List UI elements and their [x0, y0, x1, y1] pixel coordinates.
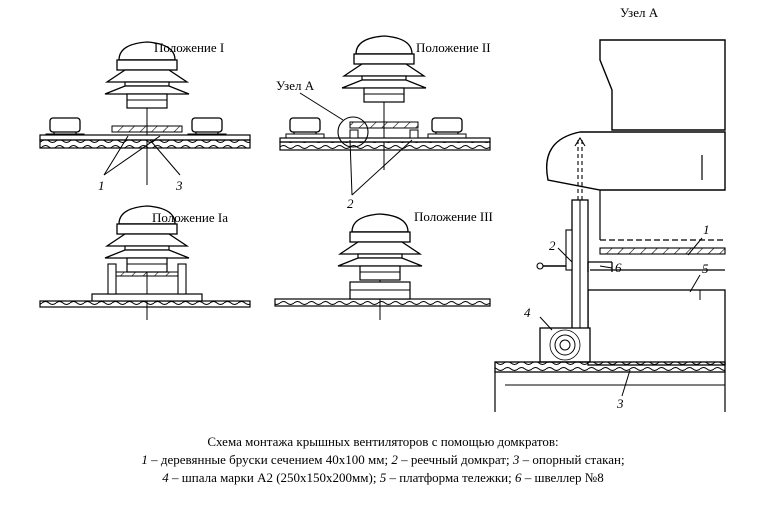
- position-2-drawing: [279, 35, 491, 196]
- callout-1-main: 1: [98, 178, 105, 193]
- caption-line-3: 4 – шпала марки А2 (250х150х200мм); 5 – …: [0, 469, 766, 487]
- callout-4-detail: 4: [524, 305, 531, 320]
- mounting-diagram: Положение I Положение II Узел А Положени…: [39, 5, 726, 412]
- caption-text: – реечный домкрат;: [397, 452, 513, 467]
- caption-text: – деревянные бруски сечением 40х100 мм;: [147, 452, 392, 467]
- callout-2-main: 2: [347, 196, 354, 211]
- caption-num: 4: [162, 470, 169, 485]
- caption-text: – швеллер №8: [521, 470, 604, 485]
- callout-1-detail: 1: [703, 222, 710, 237]
- label-node-a-detail: Узел А: [620, 5, 659, 20]
- callout-3-detail: 3: [616, 396, 624, 411]
- callout-3-main: 3: [175, 178, 183, 193]
- label-position-3: Положение III: [414, 209, 493, 224]
- label-position-1a: Положение Ia: [152, 210, 228, 225]
- position-3-drawing: [274, 213, 491, 320]
- label-node-a-small: Узел А: [276, 78, 315, 93]
- caption-text: – опорный стакан;: [519, 452, 625, 467]
- caption-num: 3: [512, 452, 520, 467]
- position-1-drawing: [39, 41, 251, 185]
- figure-caption: Схема монтажа крышных вентиляторов с пом…: [0, 433, 766, 487]
- callout-5-detail: 5: [702, 261, 709, 276]
- caption-num: 2: [391, 452, 398, 467]
- label-position-2: Положение II: [416, 40, 491, 55]
- position-1a-drawing: [39, 205, 251, 320]
- label-position-1: Положение I: [154, 40, 224, 55]
- caption-title: Схема монтажа крышных вентиляторов с пом…: [207, 434, 559, 449]
- callout-6-detail: 6: [615, 260, 622, 275]
- callout-2-detail: 2: [549, 238, 556, 253]
- detail-node-a-drawing: [494, 39, 726, 412]
- caption-num: 1: [141, 452, 148, 467]
- caption-text: – платформа тележки;: [386, 470, 515, 485]
- caption-num: 5: [379, 470, 387, 485]
- caption-line-2: 1 – деревянные бруски сечением 40х100 мм…: [0, 451, 766, 469]
- caption-text: – шпала марки А2 (250х150х200мм);: [168, 470, 380, 485]
- caption-num: 6: [514, 470, 522, 485]
